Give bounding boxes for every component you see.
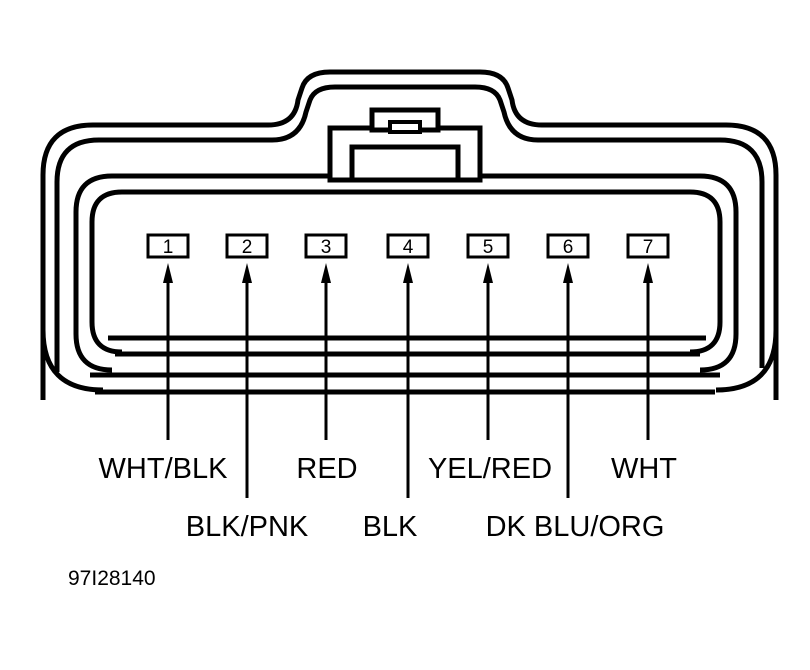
connector-housing-outline-2	[54, 84, 765, 372]
pin-box	[386, 233, 430, 259]
pin-2: 2	[225, 233, 269, 259]
arrowhead-icon	[563, 263, 573, 283]
housing-corner-right	[715, 329, 779, 393]
wire-label-pin-2: BLK/PNK	[186, 511, 309, 543]
pin-4: 4	[386, 233, 430, 259]
inner-cavity-inner	[89, 189, 723, 355]
wire-label-pin-4: BLK	[363, 511, 418, 543]
leader-arrow-5	[483, 263, 493, 440]
housing-corner-left	[40, 329, 104, 393]
wire-label-pin-6: DK BLU/ORG	[486, 511, 665, 543]
pin-box	[626, 233, 670, 259]
wire-label-pin-1: WHT/BLK	[99, 453, 229, 485]
pin-box	[225, 233, 269, 259]
wire-label-pin-5: YEL/RED	[428, 453, 552, 485]
pin-1: 1	[146, 233, 190, 259]
pin-box	[466, 233, 510, 259]
pin-number: 5	[483, 237, 494, 258]
connector-housing-outer	[40, 69, 779, 400]
pin-5: 5	[466, 233, 510, 259]
figure-id: 97I28140	[68, 567, 156, 590]
pin-7: 7	[626, 233, 670, 259]
leader-arrow-1	[163, 263, 173, 440]
lock-tab-notch	[388, 120, 422, 134]
pin-number: 1	[163, 237, 174, 258]
leader-arrow-4	[403, 263, 413, 498]
leader-arrow-3	[321, 263, 331, 440]
arrowhead-icon	[483, 263, 493, 283]
pin-6: 6	[546, 233, 590, 259]
wire-label-pin-3: RED	[296, 453, 357, 485]
pin-number: 2	[242, 237, 253, 258]
pin-3: 3	[304, 233, 348, 259]
wire-label-pin-7: WHT	[611, 453, 677, 485]
arrowhead-icon	[403, 263, 413, 283]
pin-box	[546, 233, 590, 259]
pin-box	[146, 233, 190, 259]
arrowhead-icon	[643, 263, 653, 283]
lock-tab-inner	[349, 144, 461, 183]
pin-box	[304, 233, 348, 259]
pin-number: 4	[403, 237, 414, 258]
leader-arrow-7	[643, 263, 653, 440]
leaders-layer	[163, 263, 653, 498]
pins-layer: 1 2 3 4 5 6 7	[146, 233, 670, 259]
pin-number: 6	[563, 237, 574, 258]
arrowhead-icon	[321, 263, 331, 283]
leader-arrow-6	[563, 263, 573, 498]
pin-number: 7	[643, 237, 654, 258]
arrowhead-icon	[163, 263, 173, 283]
arrowhead-icon	[242, 263, 252, 283]
leader-arrow-2	[242, 263, 252, 498]
pin-number: 3	[321, 237, 332, 258]
